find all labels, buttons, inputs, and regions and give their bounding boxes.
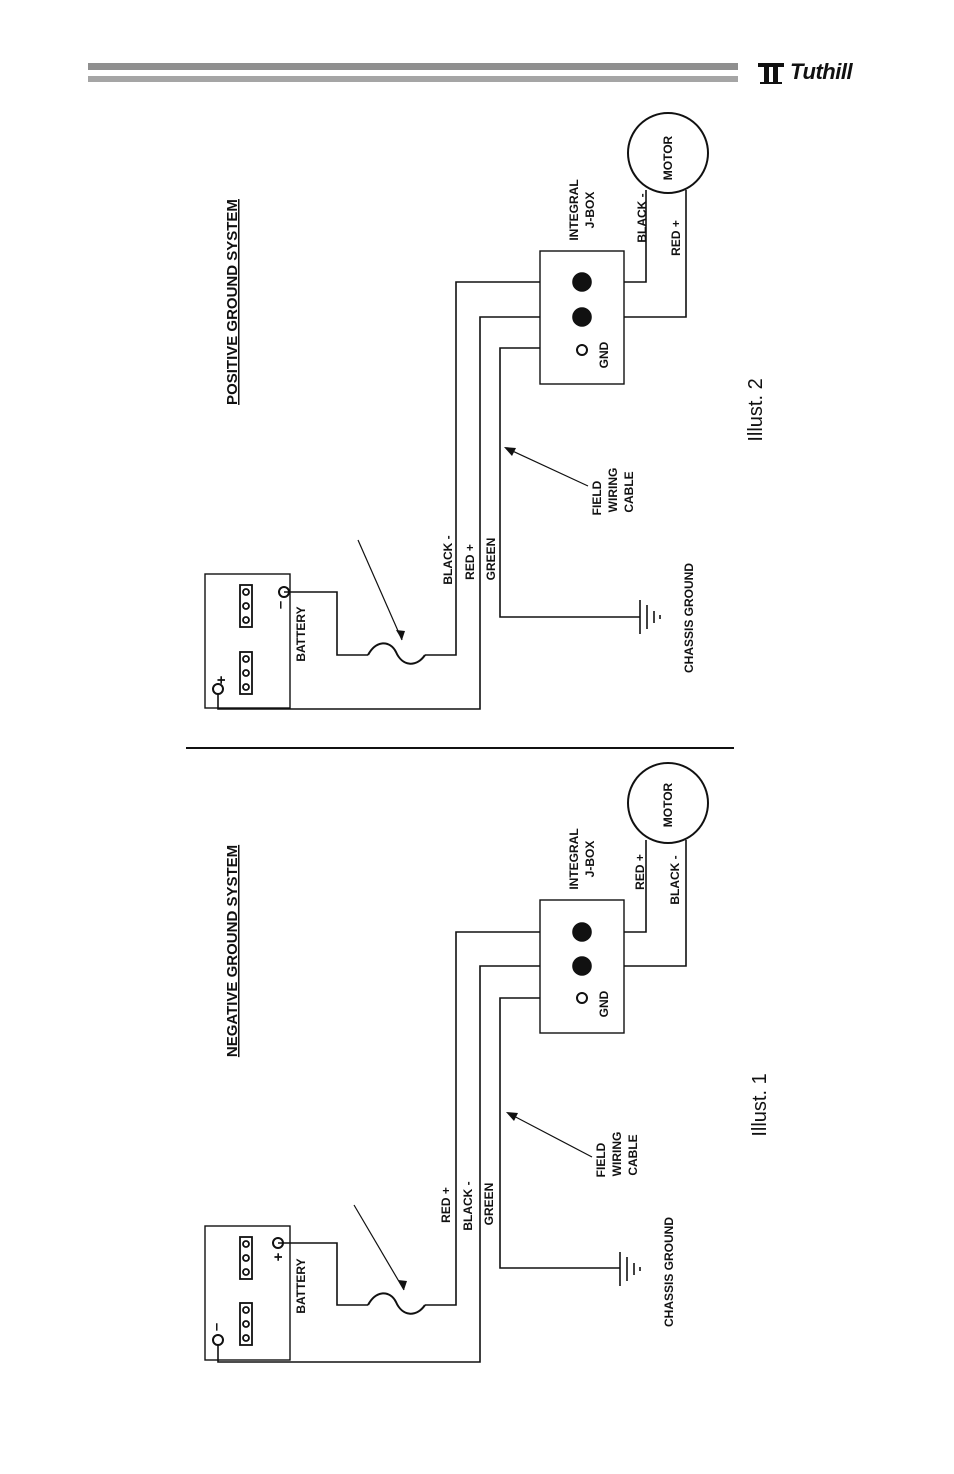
negative-cable-label-1: FIELD [594,1142,608,1177]
negative-cable-wire-b: BLACK - [461,1181,475,1230]
positive-cable-label-1: FIELD [590,480,604,515]
positive-ground-diagram [205,113,708,709]
jbox-terminal-1 [573,923,591,941]
negative-title: NEGATIVE GROUND SYSTEM [224,845,241,1057]
negative-jbox-label-1: INTEGRAL [567,828,581,889]
battery-cells-right [240,585,252,627]
negative-cable-wire-c: GREEN [482,1183,496,1226]
negative-cable-label-3: CABLE [626,1134,640,1175]
positive-motor-wire-a: BLACK - [635,193,649,242]
negative-battery-label: BATTERY [294,1258,308,1313]
positive-jbox-label-2: J-BOX [583,192,597,229]
battery-cells-left [240,1303,252,1345]
jbox-terminal-2 [573,957,591,975]
negative-motor-wire-b: BLACK - [668,855,682,904]
positive-gnd-label: GND [597,341,611,368]
positive-motor-label: MOTOR [661,135,675,180]
positive-title: POSITIVE GROUND SYSTEM [224,199,241,405]
negative-cable-label-2: WIRING [610,1132,624,1177]
negative-jbox-label-2: J-BOX [583,841,597,878]
battery-cells-left [240,652,252,694]
negative-illus-label: Illust. 1 [749,1073,771,1136]
jbox-gnd-terminal [577,345,587,355]
negative-chassis-label: CHASSIS GROUND [662,1217,676,1327]
battery-cells-right [240,1237,252,1279]
fuse-pointer [354,1205,404,1290]
positive-cable-wire-a: BLACK - [441,535,455,584]
positive-cable-label-2: WIRING [606,468,620,513]
cable-wire-green [500,998,620,1268]
negative-battery-right-sign: + [270,1252,287,1261]
negative-battery-left-sign: – [208,1323,225,1331]
negative-ground-diagram [205,763,708,1362]
fuse-pointer [358,540,402,640]
fuse [368,643,425,663]
cable-wire-red [218,317,540,709]
positive-battery-left-sign: + [213,675,230,684]
jbox-terminal-2 [573,308,591,326]
positive-cable-wire-b: RED + [463,544,477,580]
cable-wire-black [425,282,540,655]
jbox-gnd-terminal [577,993,587,1003]
positive-chassis-label: CHASSIS GROUND [682,563,696,673]
positive-battery-right-sign: – [272,601,289,609]
positive-motor-wire-b: RED + [669,220,683,256]
cable-pointer [506,448,588,486]
positive-battery-label: BATTERY [294,606,308,661]
battery-pos-lead [278,1243,368,1305]
cable-wire-red [425,932,540,1305]
cable-wire-black [218,966,540,1362]
positive-jbox-label-1: INTEGRAL [567,179,581,240]
cable-pointer [508,1113,592,1157]
positive-cable-label-3: CABLE [622,471,636,512]
chassis-ground-symbol [640,600,660,634]
fuse [368,1293,425,1313]
positive-cable-wire-c: GREEN [484,538,498,581]
negative-gnd-label: GND [597,990,611,1017]
positive-illus-label: Illust. 2 [745,378,767,441]
negative-motor-label: MOTOR [661,782,675,827]
chassis-ground-symbol [620,1252,640,1286]
negative-motor-wire-a: RED + [633,854,647,890]
negative-cable-wire-a: RED + [439,1187,453,1223]
jbox-terminal-1 [573,273,591,291]
